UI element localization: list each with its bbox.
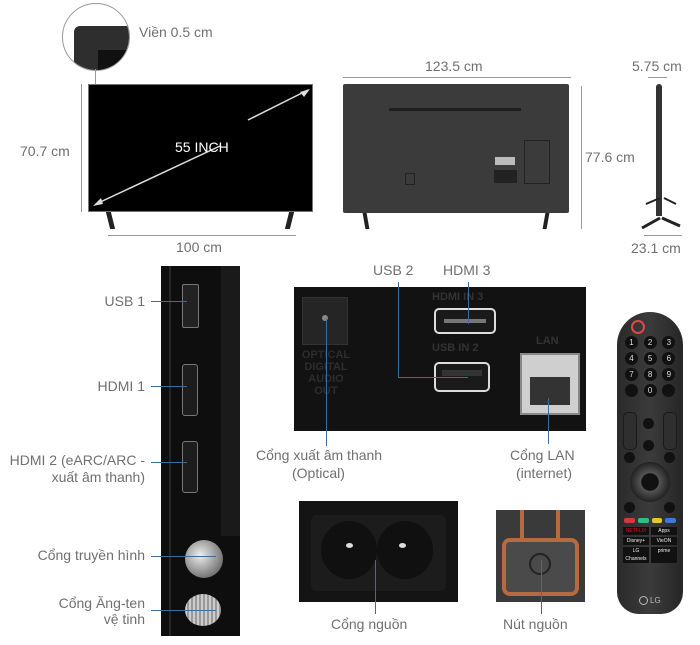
remote-dpad xyxy=(630,462,670,502)
tv-coax-label: Cổng truyền hình xyxy=(37,547,145,563)
remote-key-5: 5 xyxy=(643,352,657,365)
remote-key-7: 7 xyxy=(625,368,638,381)
magic-remote: 1 2 3 4 5 6 7 8 9 0 NETFLIX Apps Disney+… xyxy=(617,312,683,614)
diagonal-label: 55 INCH xyxy=(175,139,229,155)
remote-key-more xyxy=(662,384,676,397)
remote-input-button xyxy=(664,452,675,463)
lg-logo-icon xyxy=(639,596,648,605)
rear-port-board: OPTICAL DIGITAL AUDIO OUT HDMI IN 3 USB … xyxy=(294,287,586,431)
back-height-label: 77.6 cm xyxy=(585,149,635,165)
back-width-label: 123.5 cm xyxy=(425,58,483,74)
remote-green-key xyxy=(637,518,649,523)
power-button-closeup xyxy=(496,510,585,602)
back-stand-right xyxy=(542,213,550,229)
hdmi-in3-panel-text: HDMI IN 3 xyxy=(432,291,484,303)
remote-app-lgchannels: LG Channels xyxy=(623,547,649,563)
power-button-label: Nút nguồn xyxy=(503,616,568,632)
back-height-dimension xyxy=(581,86,582,229)
remote-settings-button xyxy=(664,502,675,513)
front-width-label: 100 cm xyxy=(176,239,222,255)
remote-key-6: 6 xyxy=(662,352,676,365)
power-socket xyxy=(299,501,458,602)
lan-port xyxy=(520,353,580,415)
side-stand xyxy=(641,197,681,230)
remote-key-4: 4 xyxy=(625,352,638,365)
lan-label-line2: (internet) xyxy=(516,465,573,481)
satellite-label: Cổng Ăng-ten xyxy=(58,595,145,611)
bezel-label: Viền 0.5 cm xyxy=(139,24,213,40)
usb1-label: USB 1 xyxy=(104,293,145,309)
front-height-label: 70.7 cm xyxy=(20,143,70,159)
remote-mute-button xyxy=(643,418,654,429)
remote-app-disney: Disney+ xyxy=(623,537,649,545)
tv-coax-port xyxy=(185,540,223,578)
power-icon xyxy=(529,553,551,575)
remote-blue-key xyxy=(665,518,676,523)
front-width-dimension xyxy=(108,235,296,236)
hdmi1-port xyxy=(182,364,198,416)
bezel-connector xyxy=(95,69,96,85)
remote-key-1: 1 xyxy=(625,336,638,349)
tv-back-panel xyxy=(343,84,569,213)
side-stand-dimension xyxy=(644,235,682,236)
usb2-label: USB 2 xyxy=(373,262,414,278)
back-stand-left xyxy=(362,213,370,229)
tv-side-profile xyxy=(656,84,662,216)
remote-app-netflix: NETFLIX xyxy=(623,527,649,535)
back-width-dimension xyxy=(343,77,571,78)
hdmi3-label: HDMI 3 xyxy=(443,262,491,278)
satellite-label-line2: vệ tinh xyxy=(103,611,145,627)
side-stand-label: 23.1 cm xyxy=(631,240,681,256)
remote-channel-rocker xyxy=(663,412,677,450)
remote-key-3: 3 xyxy=(662,336,676,349)
usb-in2-panel-text: USB IN 2 xyxy=(432,342,479,354)
remote-number-pad: 1 2 3 4 5 6 7 8 9 0 xyxy=(625,336,677,397)
optical-label: Cổng xuất âm thanh xyxy=(256,447,383,463)
tv-front-screen: 55 INCH xyxy=(88,84,313,212)
remote-key-9: 9 xyxy=(662,368,676,381)
remote-key-2: 2 xyxy=(643,336,657,349)
usb1-port xyxy=(182,284,199,328)
remote-power-icon xyxy=(631,320,645,334)
front-stand-right xyxy=(284,212,295,229)
optical-port xyxy=(302,297,348,345)
remote-app-apps: Apps xyxy=(651,527,677,535)
bezel-magnifier xyxy=(62,3,130,71)
front-height-dimension xyxy=(81,84,82,212)
hdmi3-port xyxy=(434,308,496,334)
remote-app-vieon: VieON xyxy=(651,537,677,545)
hdmi2-label: HDMI 2 (eARC/ARC - xyxy=(9,452,145,468)
remote-lg-logo: LG xyxy=(639,596,661,605)
lan-label: Cổng LAN xyxy=(510,447,575,463)
front-stand-left xyxy=(105,212,116,229)
remote-mic-button xyxy=(643,440,654,451)
remote-key-8: 8 xyxy=(643,368,657,381)
remote-volume-rocker xyxy=(623,412,637,450)
lan-panel-text: LAN xyxy=(536,335,559,347)
optical-label-line2: (Optical) xyxy=(292,465,345,481)
remote-key-list xyxy=(625,384,638,397)
remote-app-prime: prime xyxy=(651,547,677,563)
remote-red-key xyxy=(624,518,635,523)
remote-home-button xyxy=(624,452,635,463)
remote-color-keys xyxy=(624,518,676,523)
hdmi2-port xyxy=(182,441,198,493)
hdmi1-label: HDMI 1 xyxy=(97,378,145,394)
power-socket-label: Cổng nguồn xyxy=(331,616,408,632)
remote-key-0: 0 xyxy=(643,384,657,397)
side-depth-dimension xyxy=(648,77,667,78)
hdmi2-label-line2: xuất âm thanh) xyxy=(51,469,145,485)
remote-yellow-key xyxy=(651,518,663,523)
side-port-strip xyxy=(161,266,240,636)
remote-app-keys: NETFLIX Apps Disney+ VieON LG Channels p… xyxy=(623,527,677,563)
remote-brand: LG xyxy=(650,596,661,605)
side-depth-label: 5.75 cm xyxy=(632,58,682,74)
remote-back-button xyxy=(624,502,635,513)
